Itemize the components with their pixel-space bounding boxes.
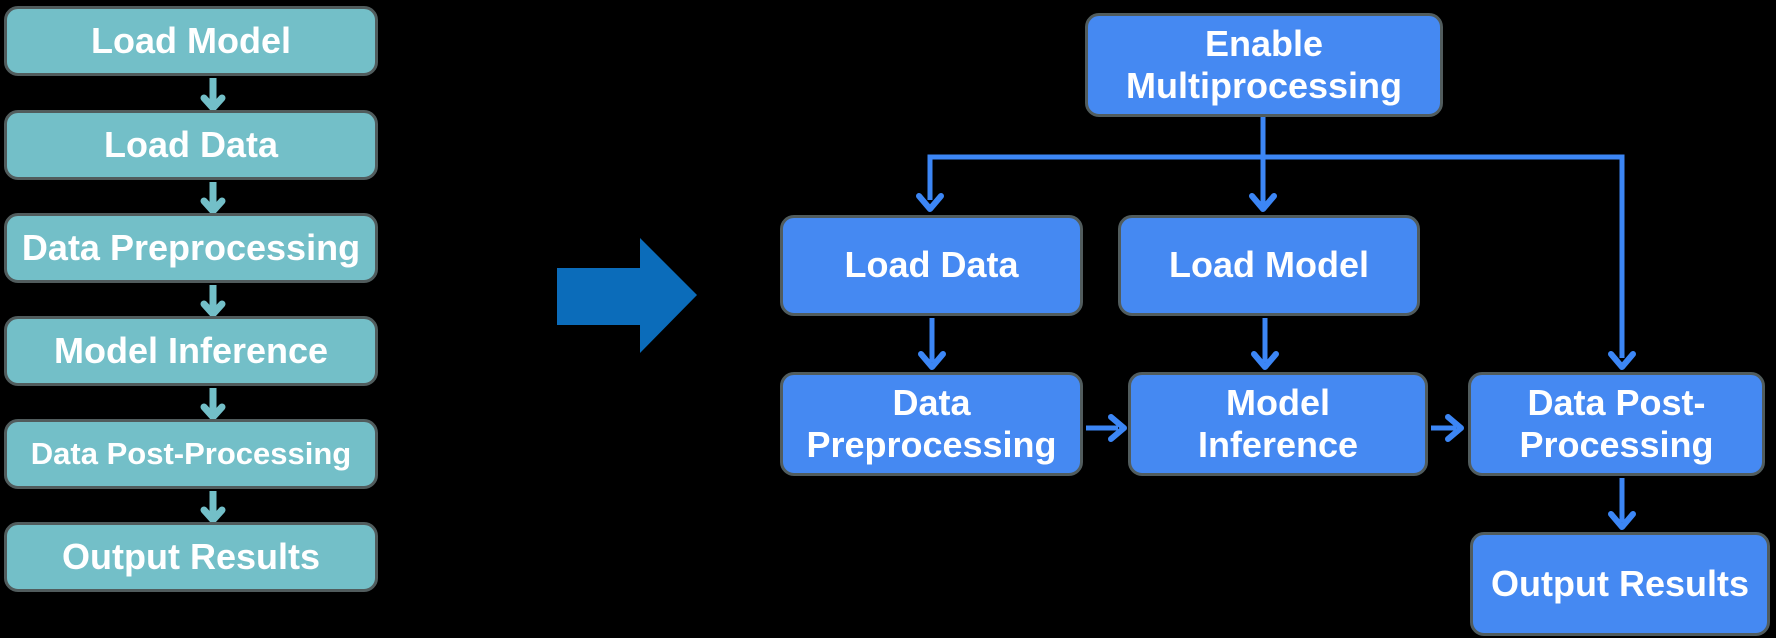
connector-enable-to-load-model — [1249, 117, 1277, 212]
right-flow-box-load-model: Load Model — [1118, 215, 1420, 316]
connector-data-preprocessing-to-model-inference — [1086, 414, 1127, 442]
left-flow-box-output-results: Output Results — [4, 522, 378, 592]
connector-enable-distribution — [916, 154, 1636, 370]
teal-arrow-load-model-to-load-data — [200, 78, 226, 112]
left-flow-box-load-model: Load Model — [4, 6, 378, 76]
right-flow-box-load-data: Load Data — [780, 215, 1083, 316]
teal-arrow-load-data-to-data-preprocessing — [200, 182, 226, 215]
connector-model-inference-to-data-post-processing — [1431, 414, 1464, 442]
left-flow-box-data-preprocessing: Data Preprocessing — [4, 213, 378, 283]
left-flow-box-model-inference: Model Inference — [4, 316, 378, 386]
right-flow-box-output-results: Output Results — [1470, 532, 1770, 636]
left-flow-box-load-data: Load Data — [4, 110, 378, 180]
teal-arrow-data-post-processing-to-output-results — [200, 491, 226, 524]
connector-data-post-processing-to-output-results — [1608, 478, 1636, 530]
teal-arrow-model-inference-to-data-post-processing — [200, 388, 226, 421]
transform-right-arrow-icon — [557, 238, 697, 353]
left-flow-box-data-post-processing: Data Post-Processing — [4, 419, 378, 489]
right-flow-box-data-post-processing: Data Post- Processing — [1468, 372, 1765, 476]
teal-arrow-data-preprocessing-to-model-inference — [200, 285, 226, 318]
connector-load-data-to-data-preprocessing — [918, 318, 946, 370]
right-flow-box-model-inference: Model Inference — [1128, 372, 1428, 476]
right-flow-box-data-preprocessing: Data Preprocessing — [780, 372, 1083, 476]
right-flow-box-enable-multiprocessing: Enable Multiprocessing — [1085, 13, 1443, 117]
connector-load-model-to-model-inference — [1251, 318, 1279, 370]
